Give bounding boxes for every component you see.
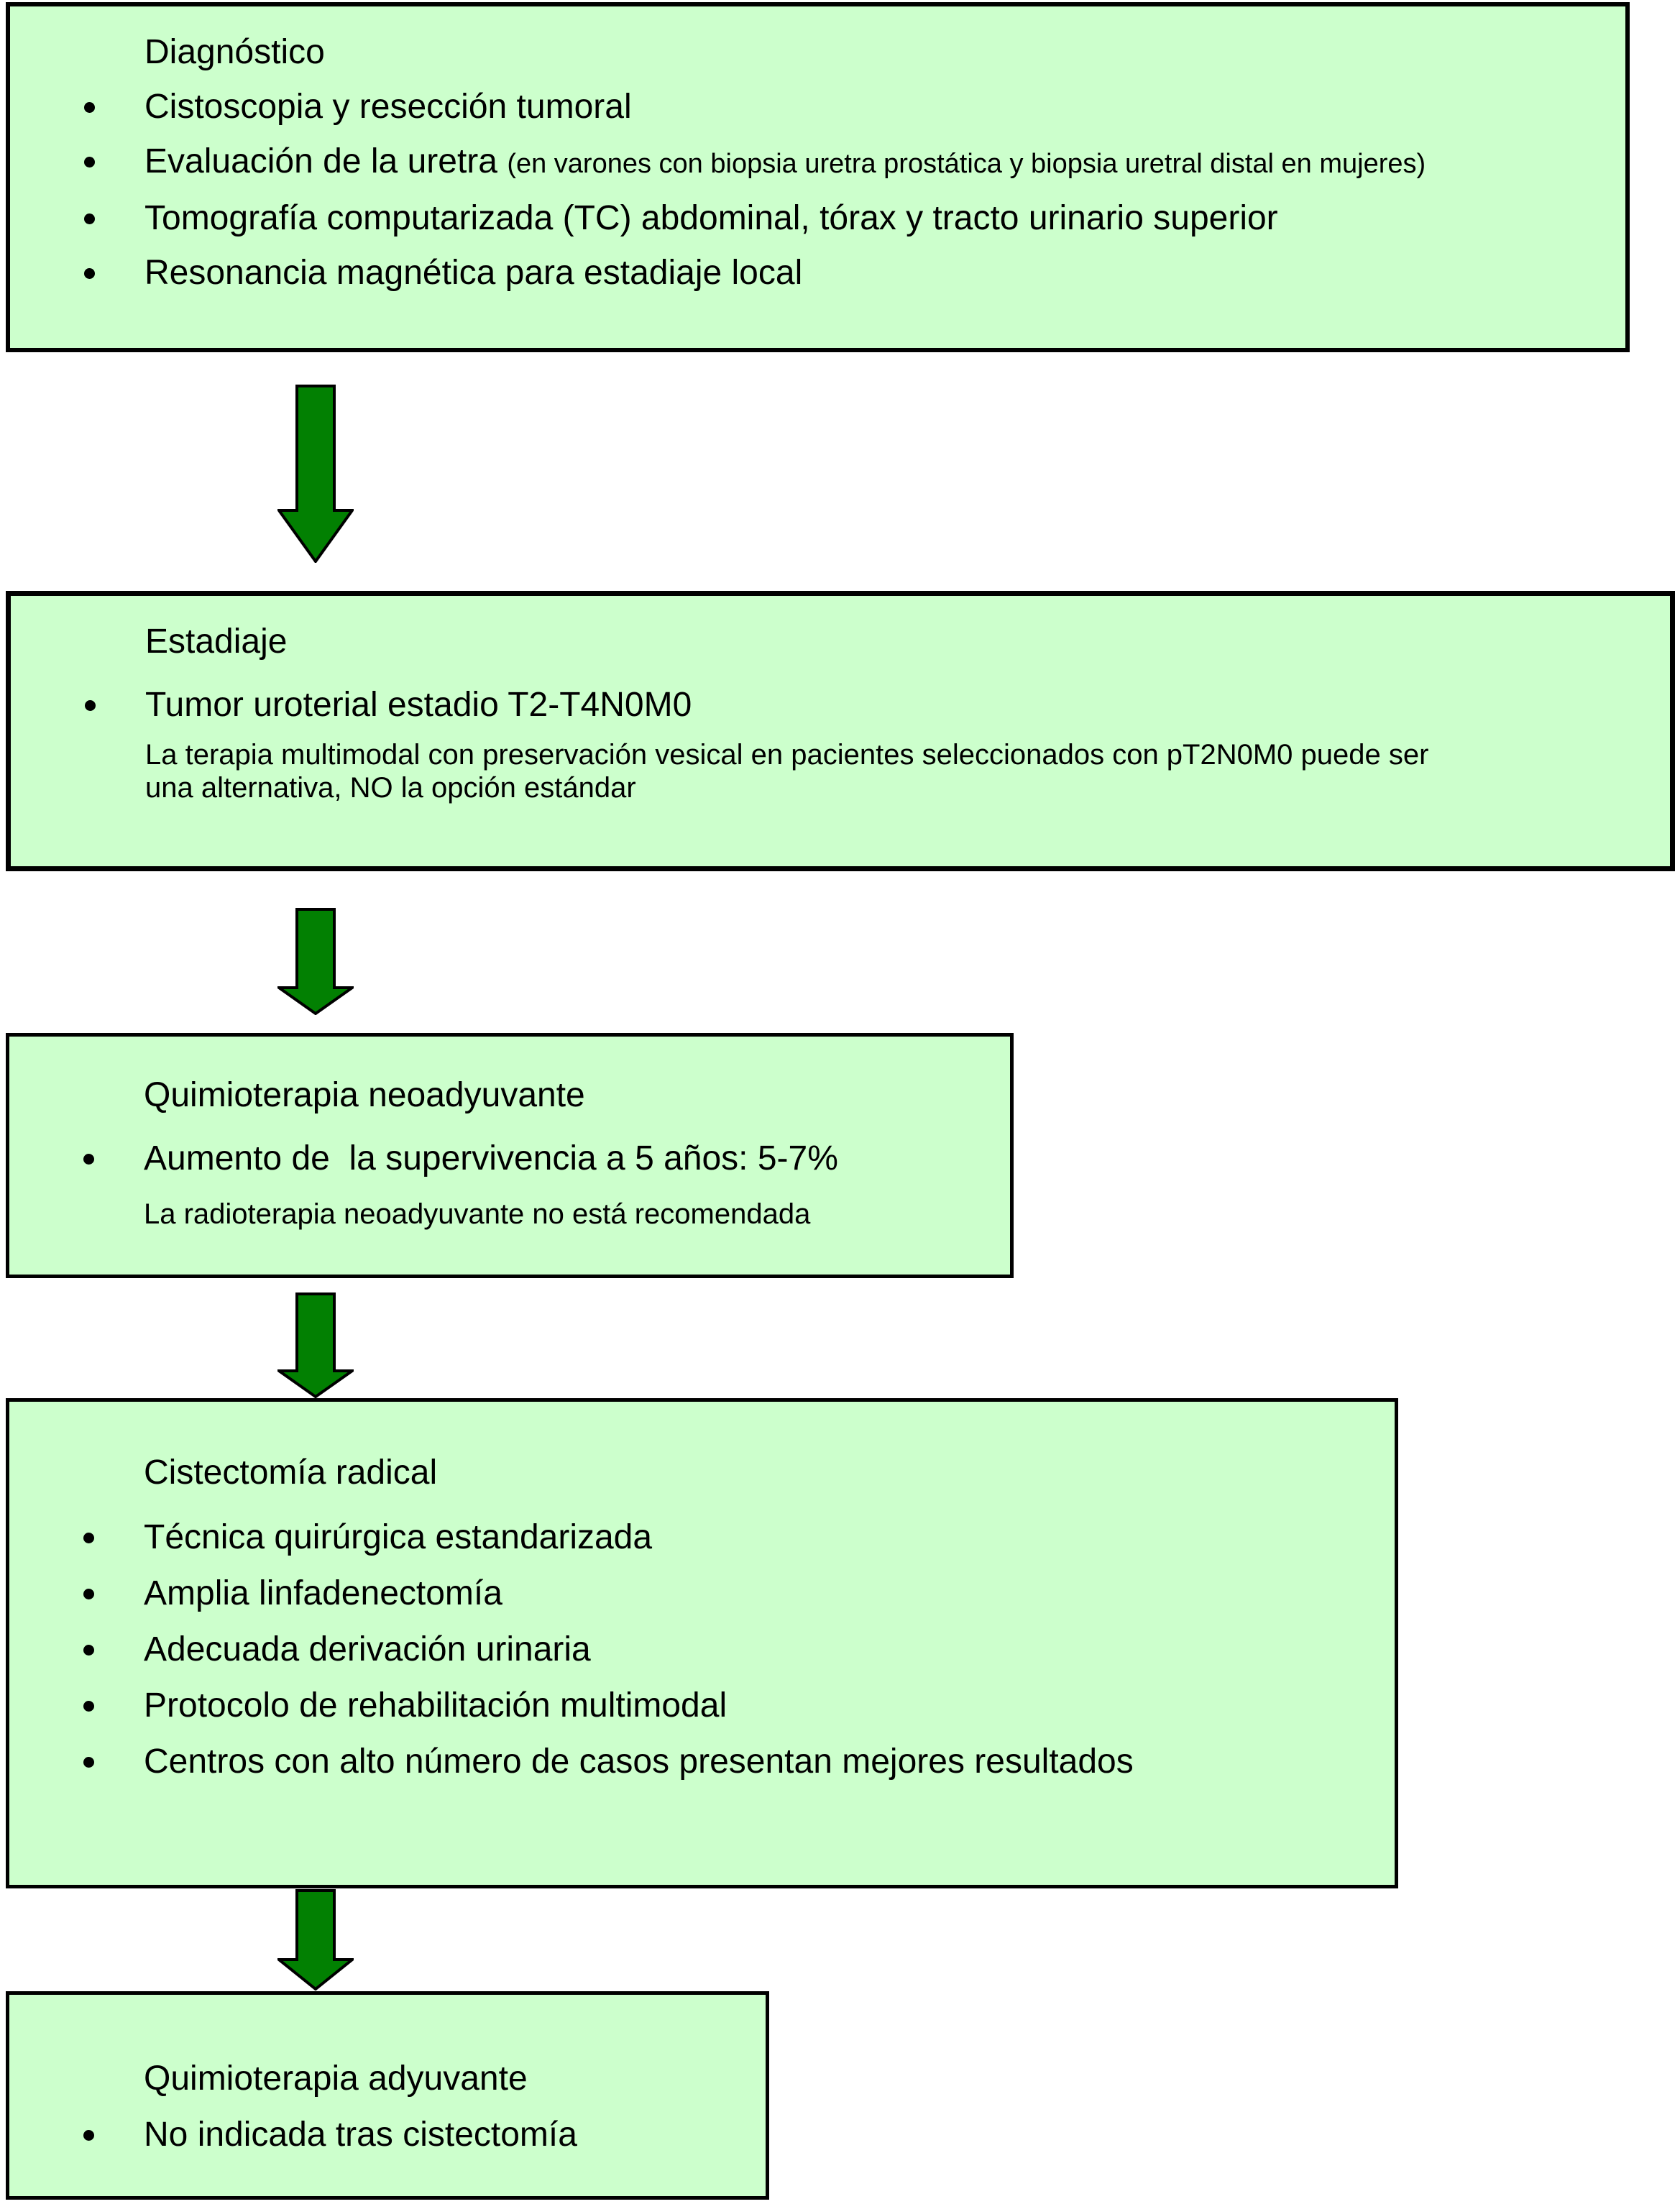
box-title: Estadiaje <box>11 615 1670 669</box>
box-title-text: Cistectomía radical <box>144 1454 438 1492</box>
bullet-dot-icon <box>83 1154 94 1165</box>
box-title-text: Quimioterapia neoadyuvante <box>144 1076 585 1114</box>
list-item: Amplia linfadenectomía <box>9 1566 1395 1622</box>
inline-note: (en varones con biopsia uretra prostátic… <box>507 149 1426 179</box>
down-arrow-icon <box>277 385 354 563</box>
bullet-dot-icon <box>83 1533 94 1543</box>
bullet-dot-icon <box>84 213 95 224</box>
down-arrow-icon <box>277 1292 354 1398</box>
box-title-text: Diagnóstico <box>144 33 325 71</box>
bullet-dot-icon <box>84 157 95 167</box>
down-arrow-icon <box>277 1889 354 1991</box>
list-item: Adecuada derivación urinaria <box>9 1622 1395 1678</box>
flow-box-diagnostico: Diagnóstico Cistoscopia y resección tumo… <box>6 2 1630 352</box>
bullet-dot-icon <box>83 2130 94 2141</box>
flow-box-cistectomia-radical: Cistectomía radical Técnica quirúrgica e… <box>6 1398 1398 1888</box>
list-item: Técnica quirúrgica estandarizada <box>9 1510 1395 1566</box>
flow-box-quimioterapia-adyuvante: Quimioterapia adyuvante No indicada tras… <box>6 1991 769 2200</box>
down-arrow-icon <box>277 908 354 1015</box>
list-item: Cistoscopia y resección tumoral <box>10 80 1625 134</box>
box-title-text: Estadiaje <box>145 623 288 661</box>
list-item: Protocolo de rehabilitación multimodal <box>9 1678 1395 1734</box>
bullet-dot-icon <box>84 102 95 113</box>
bullet-dot-icon <box>83 1757 94 1768</box>
bullet-dot-icon <box>84 268 95 279</box>
sub-note: La radioterapia neoadyuvante no está rec… <box>144 1198 811 1230</box>
box-title: Quimioterapia adyuvante <box>9 2051 766 2107</box>
box-title: Quimioterapia neoadyuvante <box>9 1068 1010 1123</box>
list-item: Centros con alto número de casos present… <box>9 1734 1395 1790</box>
bullet-dot-icon <box>83 1589 94 1599</box>
box-title: Diagnóstico <box>10 25 1625 80</box>
box-title-text: Quimioterapia adyuvante <box>144 2060 528 2098</box>
flow-box-quimioterapia-neoadyuvante: Quimioterapia neoadyuvante Aumento de la… <box>6 1033 1014 1278</box>
list-item: Tomografía computarizada (TC) abdominal,… <box>10 191 1625 246</box>
list-item: Tumor uroterial estadio T2-T4N0M0 <box>11 678 1670 733</box>
sub-note: La terapia multimodal con preservación v… <box>145 739 1429 804</box>
bullet-dot-icon <box>85 700 96 711</box>
list-item: Aumento de la supervivencia a 5 años: 5-… <box>9 1131 1010 1186</box>
bullet-dot-icon <box>83 1645 94 1656</box>
flow-box-estadiaje: Estadiaje Tumor uroterial estadio T2-T4N… <box>6 591 1675 871</box>
list-item: Evaluación de la uretra (en varones con … <box>10 134 1625 191</box>
bullet-dot-icon <box>83 1701 94 1712</box>
list-item: Resonancia magnética para estadiaje loca… <box>10 246 1625 300</box>
box-title: Cistectomía radical <box>9 1445 1395 1501</box>
list-item: No indicada tras cistectomía <box>9 2107 766 2163</box>
